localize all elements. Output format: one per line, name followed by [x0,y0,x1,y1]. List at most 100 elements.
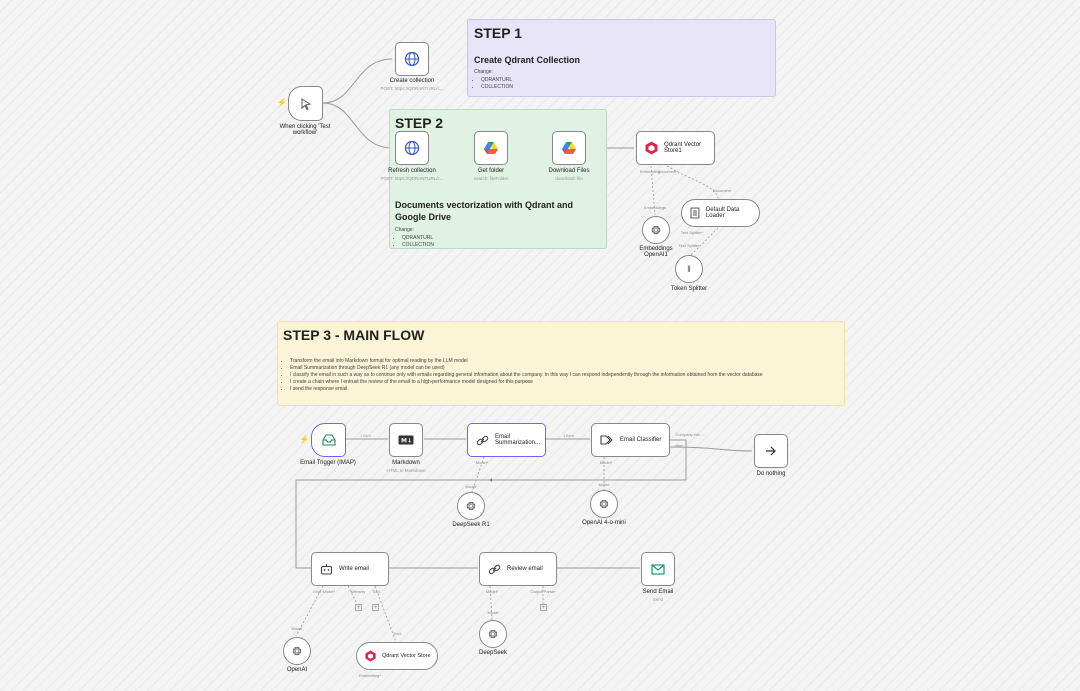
step1-title: STEP 1 [474,25,522,41]
download-files-label: Download Files [548,168,590,174]
send-email-node[interactable] [641,552,675,586]
deepseek-label: DeepSeek [478,650,508,656]
openai-icon: ❂ [466,500,476,513]
download-files-node[interactable] [552,131,586,165]
deepseek-r1-label: DeepSeek R1 [452,522,490,528]
email-trigger-label: Email Trigger (IMAP) [300,460,356,466]
step3-item: I classify the email in such a way as to… [290,372,839,379]
email-summarization-node[interactable]: Email Summarization... [467,423,546,457]
get-folder-sub: search: fileFolder [473,176,509,181]
step2-title: STEP 2 [395,115,443,131]
deepseek-r1-node[interactable]: ❂ [457,492,485,520]
port-embedding: Embedding [639,169,661,174]
port-tool-out: Tool [393,631,401,636]
do-nothing-label: Do nothing [756,471,786,477]
qdrant-store-node[interactable]: Qdrant Vector Store [356,642,438,670]
email-classifier-node[interactable]: Email Classifier [591,423,670,457]
openai-mini-label: OpenAI 4-o-mini [582,520,626,526]
link-icon [488,564,501,574]
openai-icon: ❂ [599,498,609,511]
default-loader-label: Default Data Loader [705,207,740,219]
step1-subtitle: Create Qdrant Collection [474,55,581,65]
step3-item: Email Summarization through DeepSeek R1 … [290,365,839,372]
step3-note: STEP 3 - MAIN FLOW Transform the email i… [277,321,845,406]
output-other: other [674,443,684,448]
download-files-sub: download: file [555,176,583,181]
openai-mini-node[interactable]: ❂ [590,490,618,518]
qdrant-icon [365,650,376,662]
email-trigger-node[interactable] [311,423,346,457]
create-collection-sub: POST: https://QDRANTURL/c... [380,86,444,91]
port-model-out: Model [291,626,303,631]
qdrant-store1-label: Qdrant Vector Store1 [664,142,702,154]
step2-change: Change: [395,227,414,233]
output-company-info: Company info ... [675,432,705,437]
step1-change: Change: [474,69,493,75]
trigger-bolt-icon: ⚡ [277,98,287,107]
step3-list: Transform the email into Markdown format… [283,358,839,393]
default-loader-node[interactable]: Default Data Loader [681,199,760,227]
google-drive-icon [484,142,498,154]
step1-item: QDRANTURL [481,77,769,84]
arrow-right-icon [766,446,776,456]
google-drive-icon [562,142,576,154]
port-model: Model* [599,460,613,465]
port-tool: Tool [372,589,380,594]
port-model-out: Model [487,610,499,615]
qdrant-icon [645,141,658,155]
port-text-splitter: Text Splitter* [680,230,704,235]
port-output-parser: Output Parser [530,589,556,594]
document-icon [690,207,700,219]
manual-trigger-node[interactable] [288,86,323,121]
port-memory: Memory [350,589,366,594]
port-document: Document* [658,169,678,174]
openai-icon: ❂ [292,645,302,658]
refresh-collection-node[interactable] [395,131,429,165]
write-email-node[interactable]: Write email [311,552,389,586]
port-model: Model* [475,460,489,465]
openai-icon: ❂ [488,628,498,641]
step3-item: I create a chain where I entrust the rev… [290,379,839,386]
edge-item-count: 1 item [563,433,574,438]
add-tool-button[interactable]: + [372,604,379,611]
markdown-label: Markdown [392,460,420,466]
email-summarization-label: Email Summarization... [495,434,541,446]
step1-list: QDRANTURL COLLECTION [474,77,769,91]
token-splitter-label: Token Splitter [670,286,708,292]
openai-label: OpenAI [286,667,308,673]
globe-icon [404,140,420,156]
embeddings-openai1-node[interactable]: ❂ [642,216,670,244]
port-model-out: Model [598,482,610,487]
embeddings-openai1-label: Embeddings OpenAI1 [639,246,673,258]
globe-icon [404,51,420,67]
create-collection-label: Create collection [389,78,435,84]
markdown-icon: M↓ [398,435,414,445]
do-nothing-node[interactable] [754,434,788,468]
refresh-collection-sub: POST: https://QDRANTURL/c... [380,176,444,181]
get-folder-node[interactable] [474,131,508,165]
qdrant-store-label: Qdrant Vector Store [382,653,431,659]
port-model: Model* [485,589,499,594]
openai-icon: ❂ [651,224,661,237]
manual-trigger-label: When clicking 'Test workflow' [279,124,331,136]
step3-title: STEP 3 - MAIN FLOW [283,327,425,343]
step2-subtitle: Documents vectorization with Qdrant and … [395,200,574,222]
review-email-node[interactable]: Review email [479,552,557,586]
classifier-icon [600,435,613,445]
token-splitter-node[interactable]: ‖ [675,255,703,283]
add-memory-button[interactable]: + [355,604,362,611]
qdrant-store1-node[interactable]: Qdrant Vector Store1 [636,131,715,165]
openai-node[interactable]: ❂ [283,637,311,665]
port-embedding: Embedding* [359,673,381,678]
add-output-parser-button[interactable]: + [540,604,547,611]
robot-icon [320,564,333,575]
email-classifier-label: Email Classifier [620,437,662,443]
create-collection-node[interactable] [395,42,429,76]
step1-item: COLLECTION [481,84,769,91]
refresh-collection-label: Refresh collection [388,168,436,174]
deepseek-node[interactable]: ❂ [479,620,507,648]
review-email-label: Review email [507,566,543,572]
markdown-node[interactable]: M↓ [389,423,423,457]
port-embeddings: Embeddings [643,205,667,210]
step3-item: I send the response email [290,386,839,393]
